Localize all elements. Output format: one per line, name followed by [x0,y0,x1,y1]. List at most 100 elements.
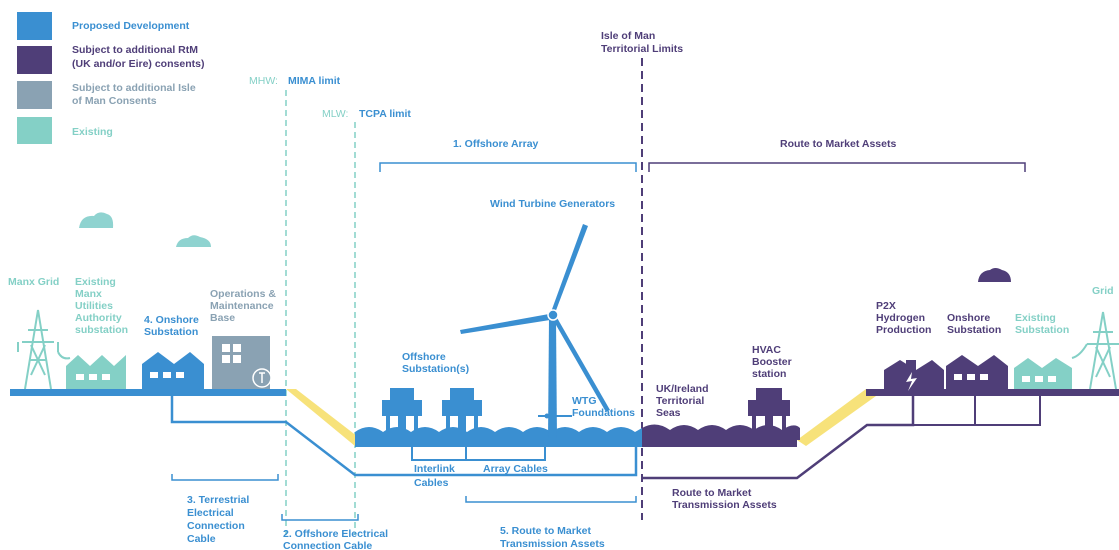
hvac-label-1: HVAC [752,344,781,356]
grid-label: Grid [1092,285,1114,297]
onshore-ground-iom [10,389,286,396]
iom-limit-label-line2: Territorial Limits [601,43,683,55]
muas-label-4: Authority [75,312,122,324]
bottom-brackets [171,474,637,521]
wtg-foundations-label-1: WTG [572,395,597,407]
route5-label-2: Transmission Assets [500,538,605,550]
turbine-blade [552,316,610,412]
onshore-ground-rtm [866,389,1119,396]
interlink-label-2: Cables [414,477,449,489]
iom-shore-slope [286,389,362,446]
route-to-market-label: Route to Market Assets [780,138,896,150]
p2x-label-3: Production [876,324,931,336]
wtg-label: Wind Turbine Generators [490,198,615,210]
top-brackets: 1. Offshore Array Route to Market Assets [379,138,1026,172]
lightning-icon [906,372,917,391]
offshore-cable-label-1: 2. Offshore Electrical [283,528,388,540]
legend-swatch-existing [17,117,52,144]
uk-ireland-label-1: UK/Ireland [656,383,709,395]
uk-ireland-label-2: Territorial [656,395,704,407]
rtm-shore-slope [797,389,876,446]
muas-label-1: Existing [75,276,116,288]
iom-limit-label-line1: Isle of Man [601,30,655,42]
turbine-blade [460,314,550,334]
muas-label-3: Utilities [75,300,113,312]
legend-swatch-rtm [17,46,52,74]
legend-existing: Existing [72,126,113,138]
mlw-label: TCPA limit [359,108,411,120]
seabed-iom [355,440,642,447]
mlw-prefix: MLW: [322,108,348,120]
legend-rtm-line2: (UK and/or Eire) consents) [72,58,204,70]
offshore-substation-label-1: Offshore [402,351,446,363]
om-base [212,336,272,389]
onshore-substation-4-label-1: 4. Onshore [144,314,199,326]
existing-substation-label-2: Substation [1015,324,1069,336]
wtg-foundations-label-2: Foundations [572,407,635,419]
muas-label-5: substation [75,324,128,336]
seabed-rtm [642,440,797,447]
om-label-1: Operations & [210,288,276,300]
existing-muas-substation [66,355,126,389]
rtm-onshore-cable [913,396,1041,426]
rtm-transmission-cable [642,396,915,480]
uk-ireland-label-3: Seas [656,407,681,419]
onshore-substation-rtm-label-1: Onshore [947,312,990,324]
offshore-substation-label-2: Substation(s) [402,363,469,375]
onshore-substation-rtm-label-2: Substation [947,324,1001,336]
terrestrial-label-4: Cable [187,533,216,545]
offshore-array-bracket [379,162,637,172]
onshore-substation-rtm [946,355,1008,389]
cloud-icon [79,212,114,228]
terrestrial-label-1: 3. Terrestrial [187,494,249,506]
hvac-label-3: station [752,368,786,380]
offshore-array-label: 1. Offshore Array [453,138,539,150]
rtm-tx-label-2: Transmission Assets [672,499,777,511]
turbine-blade [551,224,588,313]
terrestrial-label-2: Electrical [187,507,234,519]
clouds [79,212,1011,282]
hvac-booster-station [748,388,790,442]
onshore-substation-4 [142,352,204,389]
sea-waves-iom [355,427,642,440]
turbine-hub [547,309,559,321]
p2x-label-2: Hydrogen [876,312,925,324]
terrestrial-label-3: Connection [187,520,245,532]
route5-label-1: 5. Route to Market [500,525,592,537]
sea-waves-rtm [642,424,800,440]
manx-grid-label: Manx Grid [8,276,59,288]
legend-swatch-proposed [17,12,52,40]
array-cables-label: Array Cables [483,463,548,475]
rtm-tx-label-1: Route to Market [672,487,752,499]
pylon-icon [1071,311,1119,390]
sea [355,424,800,440]
hvac-label-2: Booster [752,356,792,368]
cloud-icon [176,235,211,247]
wind-turbine [460,224,610,440]
legend-swatch-iom [17,81,52,109]
existing-substation-right [1014,358,1072,389]
legend-rtm-line1: Subject to additional RtM [72,44,198,56]
legend-proposed: Proposed Development [72,20,190,32]
p2x-hydrogen-production [884,360,944,391]
legend: Proposed Development Subject to addition… [17,12,204,144]
interlink-cable [411,447,467,461]
onshore-substation-4-label-2: Substation [144,326,198,338]
existing-substation-label-1: Existing [1015,312,1056,324]
muas-label-2: Manx [75,288,102,300]
legend-iom-line2: of Man Consents [72,95,157,107]
pylon-icon [17,309,71,390]
mhw-label: MIMA limit [288,75,341,87]
mhw-prefix: MHW: [249,75,278,87]
array-cable [466,447,546,461]
cables [170,396,1041,480]
interlink-label-1: Interlink [414,463,455,475]
export-cable [170,396,638,477]
offshore-cable-label-2: Connection Cable [283,540,372,550]
offshore-substations [382,388,482,446]
ground [10,389,1119,447]
cloud-icon [978,268,1011,282]
legend-iom-line1: Subject to additional Isle [72,82,196,94]
om-label-3: Base [210,312,235,324]
